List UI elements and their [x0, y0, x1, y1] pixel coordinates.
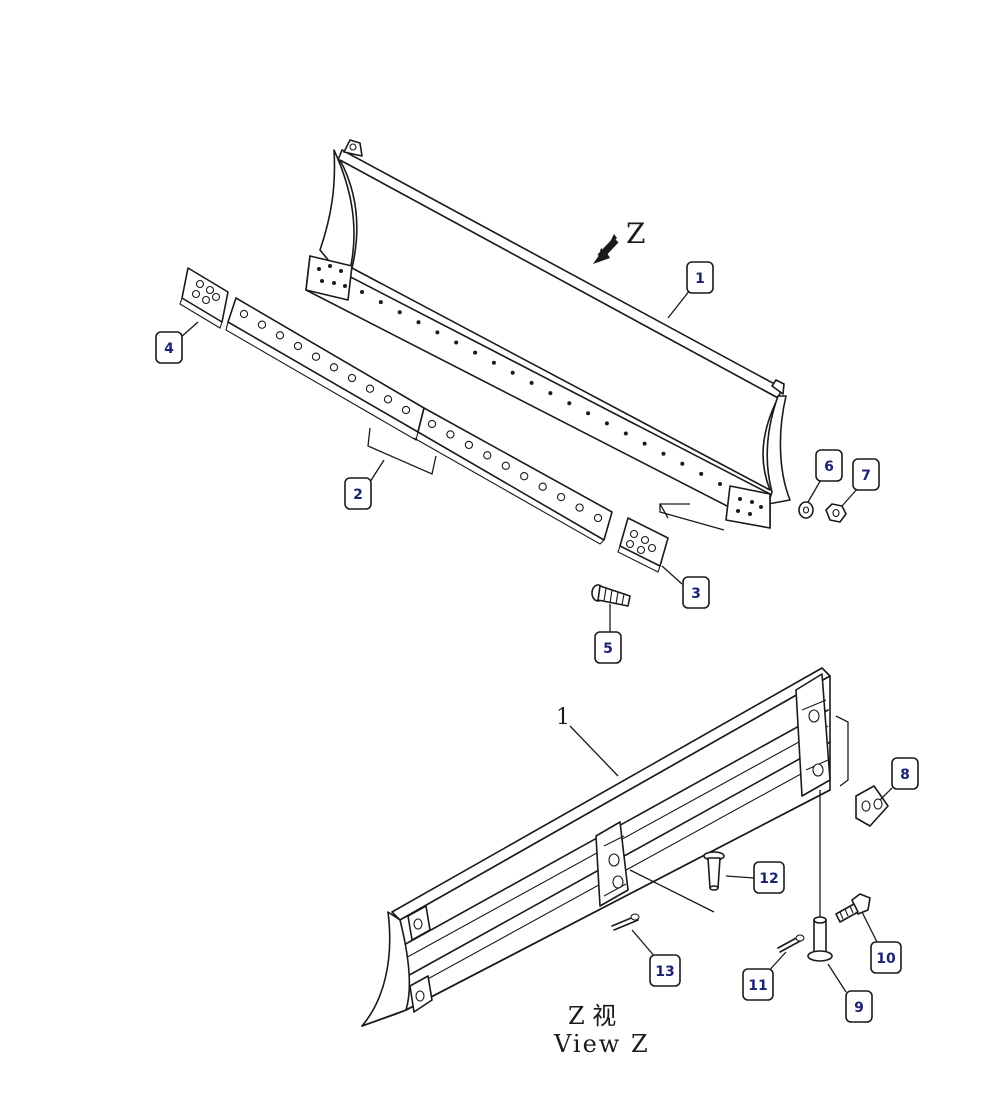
bolt-hole — [548, 391, 553, 396]
callout-2-label: 2 — [353, 487, 363, 503]
bolt-hole — [275, 331, 285, 340]
callout-6-label: 6 — [824, 459, 834, 475]
callout-10: 10 — [870, 941, 902, 974]
callout-13: 13 — [649, 954, 681, 987]
bolt-hole — [383, 395, 393, 404]
callout-8-label: 8 — [900, 767, 910, 783]
callout-7-label: 7 — [861, 468, 871, 484]
bolt-hole — [501, 461, 510, 470]
view-direction-label: Z — [626, 217, 645, 250]
bolt-hole — [464, 440, 474, 450]
view-title-cn: Z 视 — [568, 1002, 616, 1030]
callout-leaders — [179, 289, 893, 993]
bolt-hole — [257, 320, 267, 329]
end-bit-left — [179, 267, 229, 329]
callout-5: 5 — [594, 631, 622, 664]
lower-blade-rear-view: 1 — [361, 667, 831, 1027]
cotter-pin-right — [777, 934, 805, 953]
bolt-hole — [347, 373, 357, 383]
callout-13-label: 13 — [655, 964, 674, 980]
bolt-hole — [360, 290, 364, 294]
bolt-hole — [520, 472, 529, 481]
cutting-edge-segment-right — [413, 407, 613, 545]
bolt-hole — [491, 360, 496, 365]
callout-12: 12 — [753, 861, 785, 894]
callout-10-label: 10 — [876, 951, 896, 967]
nut — [825, 503, 847, 523]
bolt-hole — [378, 300, 383, 305]
callout-8: 8 — [891, 757, 919, 790]
callout-5-label: 5 — [603, 641, 613, 657]
bolt-hole — [435, 330, 440, 335]
bolt-hole — [593, 513, 603, 523]
view-direction-arrow: Z — [593, 217, 645, 264]
callout-4: 4 — [155, 331, 183, 364]
bolt-hole — [567, 401, 572, 406]
cutting-edge-segment-left — [225, 297, 425, 441]
bolt-hole — [529, 380, 534, 385]
lower-reference-label: 1 — [556, 705, 570, 730]
hex-bolt — [835, 893, 871, 923]
callout-6: 6 — [815, 449, 843, 482]
bolt-hole — [293, 341, 303, 351]
callout-1-label: 1 — [695, 271, 705, 287]
bolt-hole — [604, 421, 609, 426]
callout-3: 3 — [682, 576, 710, 609]
bolt-hole — [454, 340, 459, 345]
bolt-hole — [239, 309, 249, 319]
bolt-hole — [401, 405, 411, 415]
callout-11: 11 — [742, 968, 774, 1001]
callout-12-label: 12 — [759, 871, 778, 887]
washer — [798, 501, 814, 519]
callout-1: 1 — [686, 261, 714, 294]
callout-7: 7 — [852, 458, 880, 491]
bolt-hole — [556, 492, 566, 502]
view-title-en: View Z — [553, 1030, 650, 1058]
cotter-pin-left — [611, 913, 640, 931]
bolt-hole — [329, 363, 339, 372]
bolt-hole — [416, 320, 421, 325]
callout-11-label: 11 — [748, 978, 767, 994]
bolt-hole — [680, 461, 685, 466]
bolt-hole — [427, 419, 437, 429]
bolt-hole — [365, 384, 375, 393]
bolt-hole — [510, 370, 515, 375]
end-bit-right — [617, 517, 669, 573]
bolt-hole — [642, 441, 647, 446]
bolt-hole — [446, 430, 455, 439]
callout-4-label: 4 — [164, 341, 174, 357]
callout-2: 2 — [344, 477, 372, 510]
bolt-hole — [661, 451, 666, 456]
bolt-hole — [586, 411, 591, 416]
clevis-bracket — [855, 785, 889, 827]
bolt-hole — [538, 482, 547, 491]
callout-9: 9 — [845, 990, 873, 1023]
callout-3-label: 3 — [691, 586, 701, 602]
bolt-hole — [311, 352, 321, 361]
pin — [703, 851, 725, 891]
bolt-hole — [397, 310, 402, 315]
plow-bolt — [591, 584, 631, 607]
bolt-hole — [483, 451, 492, 460]
upper-blade — [305, 139, 791, 529]
bolt-hole — [718, 482, 722, 486]
bolt-hole — [473, 350, 478, 355]
bolt-hole — [575, 503, 584, 512]
callout-9-label: 9 — [854, 1000, 864, 1016]
bolt-hole — [623, 431, 628, 436]
callouts: 1 2 3 4 5 6 7 8 — [155, 261, 919, 1023]
bolt-hole — [699, 471, 704, 476]
hitch-pin — [807, 916, 833, 962]
